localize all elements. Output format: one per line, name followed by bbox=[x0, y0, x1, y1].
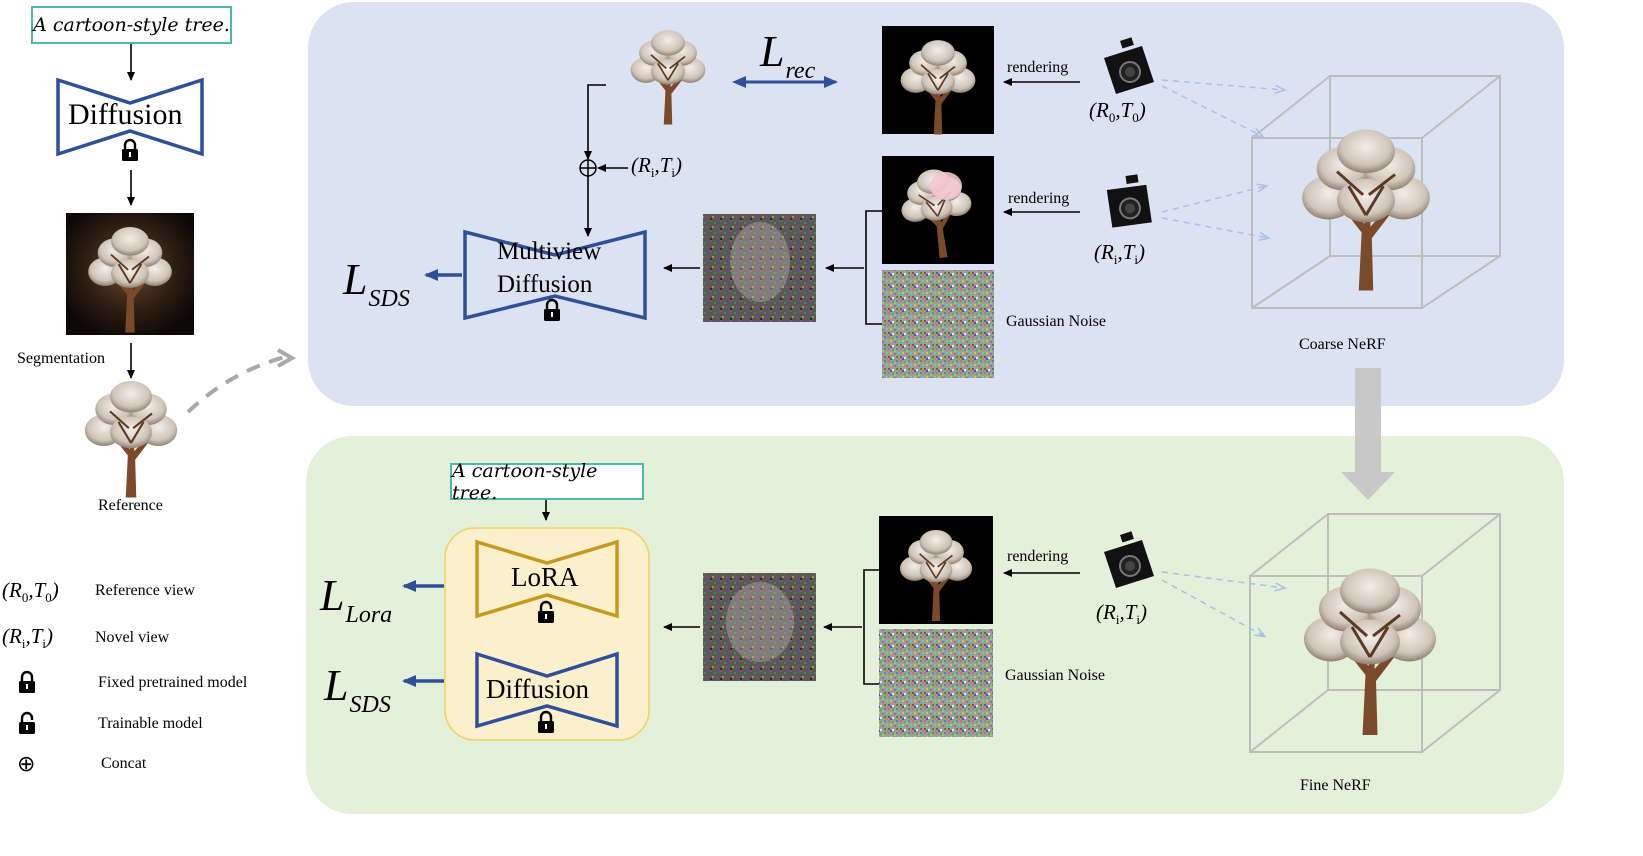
coarse-nerf-label: Coarse NeRF bbox=[1299, 336, 1386, 353]
fine-diffusion-block bbox=[475, 651, 619, 729]
rendering-label-2: rendering bbox=[1008, 190, 1070, 207]
noisy-render-image bbox=[703, 214, 816, 322]
fine-prompt-text: A cartoon-style tree. bbox=[452, 459, 598, 504]
reference-prompt-box: A cartoon-style tree. bbox=[31, 6, 232, 44]
multiview-label-line2: Diffusion bbox=[497, 271, 593, 298]
legend-label-novel-view: Novel view bbox=[95, 629, 170, 646]
reference-prompt-text: A cartoon-style tree. bbox=[33, 14, 230, 36]
fine-loss-sds: LSDS bbox=[324, 661, 391, 718]
fine-gaussian-noise-image bbox=[879, 629, 993, 737]
fine-noisy-render-image bbox=[703, 573, 816, 681]
fine-prompt-box: A cartoon-style tree. bbox=[450, 460, 644, 504]
reference-label: Reference bbox=[98, 497, 163, 514]
fine-gaussian-noise-label: Gaussian Noise bbox=[1005, 667, 1105, 684]
reference-pose-label: (R0,T0) bbox=[1089, 98, 1146, 126]
reference-dashed-arrow bbox=[186, 355, 286, 414]
lora-diffusion-panel bbox=[444, 527, 650, 741]
fine-rendering-label: rendering bbox=[1007, 548, 1069, 565]
coarse-to-fine-arrow bbox=[1355, 368, 1381, 474]
concat-pose-label: (Ri,Ti) bbox=[631, 153, 683, 181]
coarse-loss-sds: LSDS bbox=[343, 255, 410, 312]
closed-lock-icon bbox=[120, 138, 140, 163]
loss-rec: Lrec bbox=[760, 27, 816, 84]
multiview-label-line1: Multiview bbox=[497, 238, 602, 265]
legend-symbol-novel-view: (Ri,Ti) bbox=[2, 624, 54, 652]
gaussian-noise-label: Gaussian Noise bbox=[1006, 313, 1106, 330]
segmented-tree-image bbox=[83, 379, 179, 499]
legend-concat-symbol: ⊕ bbox=[17, 752, 36, 777]
legend-label-concat: Concat bbox=[101, 755, 147, 772]
diffusion-block-icon bbox=[56, 77, 204, 157]
legend-label-trainable-model: Trainable model bbox=[98, 715, 203, 732]
lora-label: LoRA bbox=[511, 562, 579, 592]
novel-pose-label: (Ri,Ti) bbox=[1094, 240, 1146, 268]
multiview-diffusion-block bbox=[463, 229, 647, 321]
diffusion-label: Diffusion bbox=[68, 98, 183, 131]
legend-symbol-reference-view: (R0,T0) bbox=[2, 578, 59, 606]
loss-lora: LLora bbox=[320, 571, 393, 628]
legend-label-reference-view: Reference view bbox=[95, 582, 195, 599]
fine-diffusion-label: Diffusion bbox=[486, 674, 590, 704]
legend-open-lock-icon bbox=[17, 711, 37, 736]
legend-closed-lock-icon bbox=[17, 670, 37, 695]
fine-nerf-label: Fine NeRF bbox=[1300, 777, 1371, 794]
gaussian-noise-image bbox=[882, 270, 994, 378]
segmentation-label: Segmentation bbox=[17, 350, 105, 367]
lora-block bbox=[475, 539, 619, 619]
legend-label-fixed-model: Fixed pretrained model bbox=[98, 674, 248, 691]
rendering-label-1: rendering bbox=[1007, 59, 1069, 76]
fine-novel-pose-label: (Ri,Ti) bbox=[1096, 600, 1148, 628]
